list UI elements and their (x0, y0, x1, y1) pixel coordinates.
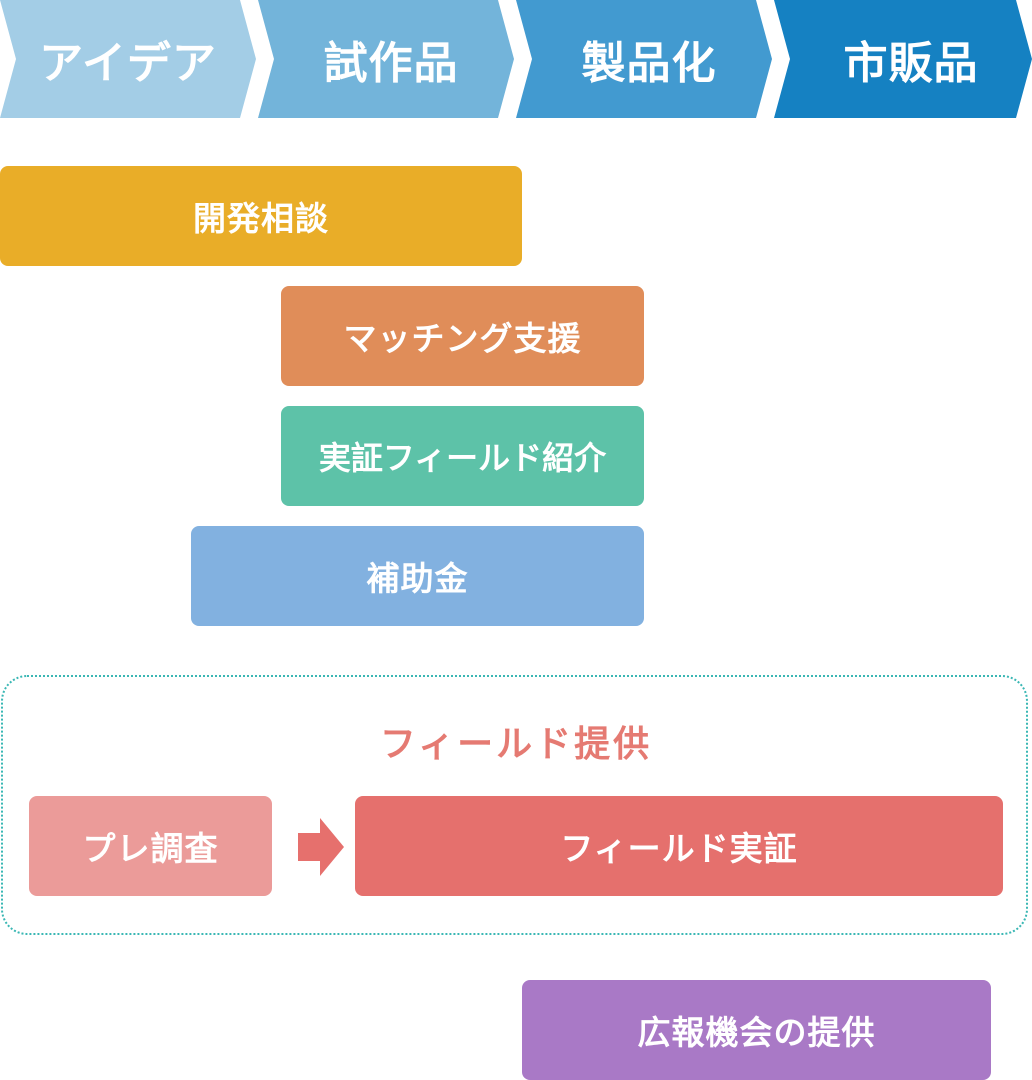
field-provision-title: フィールド提供 (379, 724, 653, 765)
stage-market-product: 市販品 (774, 0, 1032, 118)
field-introduction-bar: 実証フィールド紹介 (281, 406, 644, 506)
pr-opportunity-bar: 広報機会の提供 (522, 980, 991, 1080)
subsidy-bar: 補助金 (191, 526, 644, 626)
development-stages: アイデア 試作品 製品化 市販品 (0, 0, 1032, 118)
stage-idea: アイデア (0, 0, 256, 118)
stage-label: 試作品 (323, 38, 459, 89)
bar-label: マッチング支援 (343, 319, 582, 358)
field-provision-group (1, 675, 1028, 935)
stage-productization: 製品化 (516, 0, 772, 118)
arrow-shape (298, 818, 344, 876)
stage-prototype: 試作品 (258, 0, 514, 118)
development-consultation-bar: 開発相談 (0, 166, 522, 266)
pre-survey-bar: プレ調査 (29, 796, 272, 896)
bar-label: 補助金 (366, 559, 469, 598)
bar-label: 実証フィールド紹介 (318, 439, 607, 477)
stage-label: 市販品 (843, 38, 979, 89)
arrow-right-icon (298, 818, 344, 876)
bar-label: プレ調査 (82, 829, 219, 868)
bar-label: 広報機会の提供 (637, 1013, 876, 1052)
bar-label: フィールド実証 (560, 829, 798, 868)
bar-label: 開発相談 (193, 199, 329, 238)
stage-label: 製品化 (581, 38, 717, 89)
field-test-bar: フィールド実証 (355, 796, 1003, 896)
matching-support-bar: マッチング支援 (281, 286, 644, 386)
stage-label: アイデア (39, 38, 217, 89)
